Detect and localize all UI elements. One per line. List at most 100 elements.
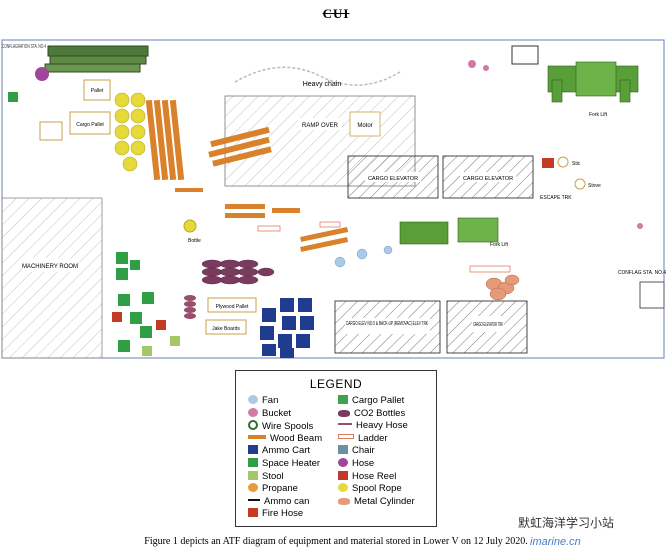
cargo-pallet-stack: [47, 45, 149, 57]
hose-symbol: [35, 67, 49, 81]
legend-item-label: Space Heater: [262, 458, 321, 469]
fork-lift-top: [547, 61, 639, 103]
legend-item-label: Wood Beam: [270, 432, 323, 444]
ladder-group: [257, 221, 511, 273]
legend-item: Hose: [338, 458, 374, 470]
jake-boards-label: Jake Boards: [212, 326, 240, 332]
fork-lift-mid-label: Fork Lift: [490, 242, 509, 248]
legend-item-label: Heavy Hose: [356, 420, 408, 432]
legend-item: Hose Reel: [338, 470, 397, 483]
heavy-hose-swatch: [338, 423, 352, 426]
figure-caption: Figure 1 depicts an ATF diagram of equip…: [144, 536, 528, 547]
wood-beam-group: [145, 99, 349, 252]
deck-floor-plan: MACHINERY ROOM RAMP OVER Motor CARGO ELE…: [1, 39, 666, 359]
wire-spools-swatch: [248, 420, 258, 431]
legend-item-label: Wire Spools: [262, 421, 314, 433]
ammo-can-swatch: [248, 498, 260, 501]
heavy-hose-cluster: [184, 295, 196, 319]
legend-item: Fan: [248, 395, 278, 407]
machinery-room: [1, 197, 103, 359]
legend-item: Cargo Pallet: [338, 395, 404, 407]
fan-swatch: [248, 395, 258, 404]
legend-item: Ladder: [338, 433, 388, 445]
legend-item-label: Stool: [262, 470, 284, 482]
ramp-over-label: RAMP OVER: [302, 123, 339, 129]
stool-swatch: [248, 470, 258, 480]
heavy-chain: [234, 66, 401, 86]
legend-item-label: Hose Reel: [352, 470, 397, 482]
cargo-elev-no5-label: CARGO ELEV NO.5 & BACK-UP (REMOVAC) ELEV…: [346, 321, 428, 327]
legend-item: Spool Rope: [338, 483, 402, 495]
metal-cylinder-cluster: [485, 274, 520, 301]
legend-item-label: Ladder: [358, 432, 388, 444]
space-heater-cluster: [116, 252, 154, 352]
machinery-room-label: MACHINERY ROOM: [22, 264, 78, 270]
pallet-box: [83, 79, 111, 101]
fire-hose-swatch: [248, 508, 258, 518]
motor-box: [349, 111, 381, 137]
escape-trk-label: ESCAPE TRK: [540, 195, 572, 201]
stic-label: Stic: [572, 161, 581, 167]
legend-item-label: Fire Hose: [262, 508, 304, 520]
cargo-pallet-swatch: [338, 395, 348, 404]
fork-lift-top-label: Fork Lift: [589, 112, 608, 118]
stool-cluster: [142, 336, 180, 356]
legend-item-label: Ammo Cart: [262, 445, 311, 457]
fork-lift-mid: [399, 217, 499, 245]
legend-item: Ammo Cart: [248, 445, 310, 457]
legend-item-label: Chair: [352, 445, 375, 457]
legend-item-label: Cargo Pallet: [352, 395, 405, 406]
hose-swatch: [338, 458, 348, 467]
wood-beam-swatch: [248, 434, 266, 439]
legend-item-label: CO2 Bottles: [354, 407, 406, 419]
legend-item: Propane: [248, 483, 298, 495]
space-heater-swatch: [248, 458, 258, 467]
space-heater-symbol: [8, 92, 18, 102]
ladder-swatch: [338, 433, 354, 439]
jake-boards-box: [205, 319, 247, 335]
cargo-elevator-2-label: CARGO ELEVATOR: [463, 176, 513, 182]
bucket-swatch: [248, 407, 258, 417]
legend-item: Wire Spools: [248, 420, 313, 433]
pallet-label: Pallet: [91, 88, 104, 94]
legend-item: Heavy Hose: [338, 420, 408, 432]
legend-item: Wood Beam: [248, 433, 322, 445]
ammo-cart-swatch: [248, 445, 258, 455]
legend-item: Stool: [248, 470, 284, 483]
cargo-pallet-label: Cargo Pallet: [76, 122, 104, 128]
ammo-cart-cluster: [260, 298, 314, 358]
legend-item-label: Propane: [262, 483, 298, 495]
conflag-right-label: CONFLAG STA. NO.4: [618, 270, 666, 276]
stove-label: Stove: [588, 183, 601, 189]
heavy-chain-label: Heavy chain: [303, 81, 342, 88]
watermark-url: imarine.cn: [530, 536, 581, 548]
cui-marking: CUI: [322, 6, 350, 21]
watermark-text: 默虹海洋学习小站: [518, 516, 615, 530]
legend-item: Bucket: [248, 407, 292, 420]
legend-item-label: Metal Cylinder: [354, 495, 415, 507]
spool-rope-swatch: [338, 483, 348, 493]
plywood-pallet-label: Plywood Pallet: [216, 304, 249, 310]
legend-item-label: Hose: [352, 458, 375, 469]
legend-item: Chair: [338, 445, 375, 457]
spool-rope-cluster: [114, 92, 146, 172]
legend-item: CO2 Bottles: [338, 408, 405, 420]
legend-item-label: Fan: [262, 395, 279, 406]
plywood-pallet-box: [207, 297, 257, 313]
legend-item: Fire Hose: [248, 508, 303, 520]
motor-label: Motor: [357, 123, 372, 129]
fire-hose-cluster: [112, 312, 166, 330]
fan-symbols: [334, 245, 393, 268]
hose-reel-swatch: [338, 470, 348, 480]
co2-bottles-swatch: [338, 409, 350, 417]
chair-swatch: [338, 445, 348, 455]
co2-bottles-cluster: [201, 259, 275, 285]
cargo-elev-trk-label: CARGO ELEVATOR TRK: [473, 322, 503, 328]
cargo-elevator-1-label: CARGO ELEVATOR: [368, 176, 418, 182]
metal-cylinder-swatch: [338, 497, 350, 505]
legend-title: LEGEND: [309, 377, 363, 391]
legend-item: Ammo can: [248, 496, 309, 508]
cargo-pallet-box: [69, 111, 111, 135]
legend-item-label: Bucket: [262, 407, 292, 419]
